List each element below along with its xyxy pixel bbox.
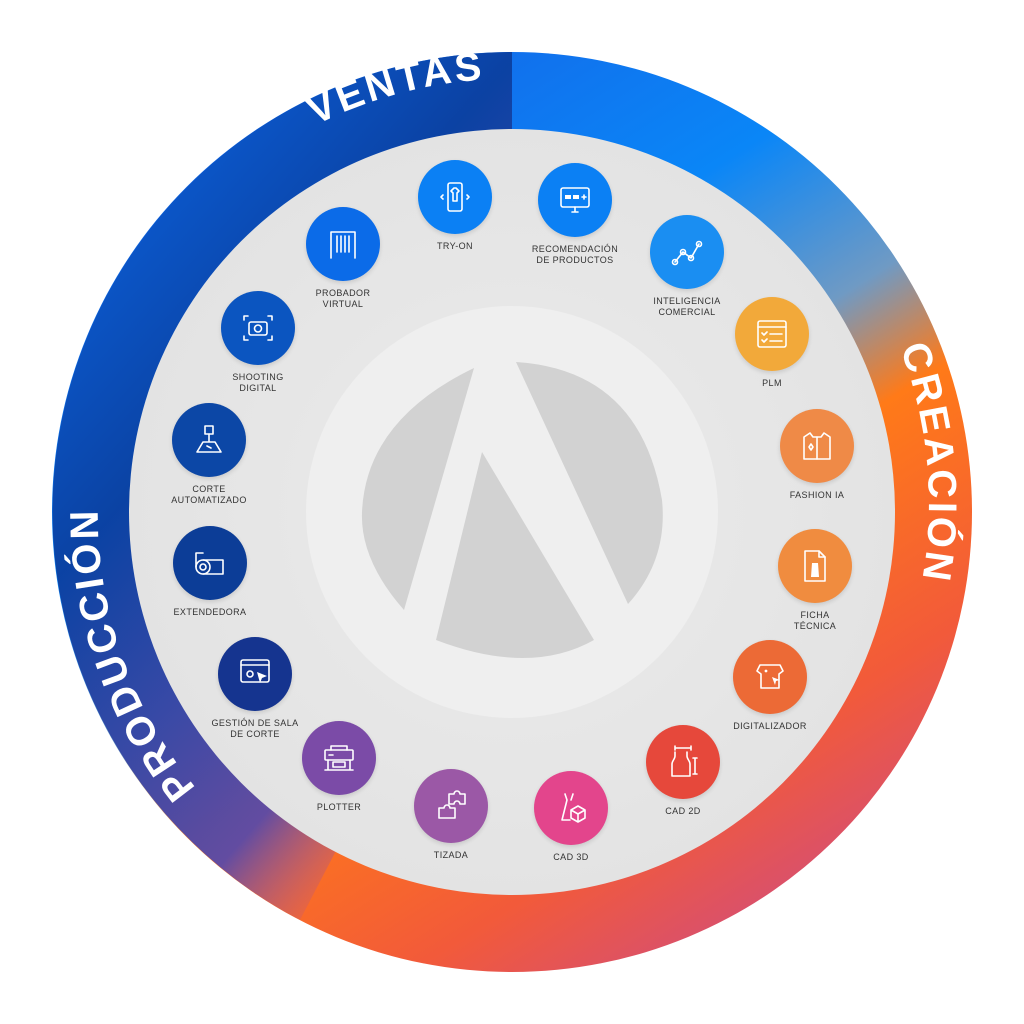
module-label: FICHA TÉCNICA bbox=[793, 610, 837, 631]
module-bubble[interactable] bbox=[221, 291, 295, 365]
module-label: EXTENDEDORA bbox=[173, 607, 247, 617]
phone-shirt-icon bbox=[440, 182, 470, 212]
module-label: RECOMENDACIÓN DE PRODUCTOS bbox=[531, 244, 619, 265]
module-plm[interactable]: PLM bbox=[712, 297, 832, 389]
module-label: PLM bbox=[762, 378, 782, 388]
monitor-products-icon bbox=[560, 187, 590, 213]
module-bubble[interactable] bbox=[218, 637, 292, 711]
module-bubble[interactable] bbox=[650, 215, 724, 289]
module-ficha[interactable]: FICHA TÉCNICA bbox=[755, 529, 875, 632]
module-bubble[interactable] bbox=[778, 529, 852, 603]
module-tizada[interactable]: TIZADA bbox=[391, 769, 511, 861]
module-try_on[interactable]: TRY-ON bbox=[395, 160, 515, 252]
module-label: DIGITALIZADOR bbox=[733, 721, 807, 731]
module-bubble[interactable] bbox=[538, 163, 612, 237]
plotter-icon bbox=[324, 745, 354, 771]
tank-top-measure-icon bbox=[671, 745, 698, 777]
puzzle-pieces-icon bbox=[438, 790, 466, 819]
module-label: PROBADOR VIRTUAL bbox=[315, 288, 371, 309]
module-probador[interactable]: PROBADOR VIRTUAL bbox=[283, 207, 403, 310]
module-bubble[interactable] bbox=[172, 403, 246, 477]
module-label: TIZADA bbox=[433, 850, 469, 860]
garment-cursor-icon bbox=[756, 664, 784, 689]
module-recomendacion[interactable]: RECOMENDACIÓN DE PRODUCTOS bbox=[515, 163, 635, 266]
window-gear-cursor-icon bbox=[240, 659, 270, 683]
module-label: CORTE AUTOMATIZADO bbox=[171, 484, 247, 505]
module-bubble[interactable] bbox=[418, 160, 492, 234]
module-label: CAD 3D bbox=[553, 852, 589, 862]
module-cad3d[interactable]: CAD 3D bbox=[511, 771, 631, 863]
module-shooting[interactable]: SHOOTING DIGITAL bbox=[198, 291, 318, 394]
module-label: CAD 2D bbox=[665, 806, 701, 816]
module-bubble[interactable] bbox=[306, 207, 380, 281]
fabric-roll-icon bbox=[195, 552, 224, 575]
module-gestion[interactable]: GESTIÓN DE SALA DE CORTE bbox=[195, 637, 315, 740]
checklist-window-icon bbox=[757, 320, 787, 348]
cutting-head-icon bbox=[196, 425, 222, 453]
module-bubble[interactable] bbox=[646, 725, 720, 799]
dress-cube-icon bbox=[561, 793, 586, 823]
module-bubble[interactable] bbox=[414, 769, 488, 843]
module-label: TRY-ON bbox=[437, 241, 473, 251]
module-corte[interactable]: CORTE AUTOMATIZADO bbox=[149, 403, 269, 506]
module-cad2d[interactable]: CAD 2D bbox=[623, 725, 743, 817]
module-bubble[interactable] bbox=[733, 640, 807, 714]
line-graph-icon bbox=[671, 240, 703, 266]
module-label: GESTIÓN DE SALA DE CORTE bbox=[211, 718, 299, 739]
module-label: SHOOTING DIGITAL bbox=[232, 372, 284, 393]
module-bubble[interactable] bbox=[534, 771, 608, 845]
module-label: PLOTTER bbox=[316, 802, 362, 812]
module-inteligencia[interactable]: INTELIGENCIA COMERCIAL bbox=[627, 215, 747, 318]
module-plotter[interactable]: PLOTTER bbox=[279, 721, 399, 813]
shirt-sparkle-icon bbox=[803, 432, 831, 460]
module-extendedora[interactable]: EXTENDEDORA bbox=[150, 526, 270, 618]
module-bubble[interactable] bbox=[735, 297, 809, 371]
module-label: FASHION IA bbox=[789, 490, 845, 500]
module-bubble[interactable] bbox=[780, 409, 854, 483]
document-garment-icon bbox=[804, 550, 826, 582]
center-logo bbox=[361, 362, 663, 658]
camera-focus-icon bbox=[243, 315, 273, 341]
module-fashion_ia[interactable]: FASHION IA bbox=[757, 409, 877, 501]
clothes-rack-icon bbox=[330, 231, 356, 259]
module-bubble[interactable] bbox=[173, 526, 247, 600]
module-bubble[interactable] bbox=[302, 721, 376, 795]
module-label: INTELIGENCIA COMERCIAL bbox=[653, 296, 721, 317]
module-digitalizador[interactable]: DIGITALIZADOR bbox=[710, 640, 830, 732]
